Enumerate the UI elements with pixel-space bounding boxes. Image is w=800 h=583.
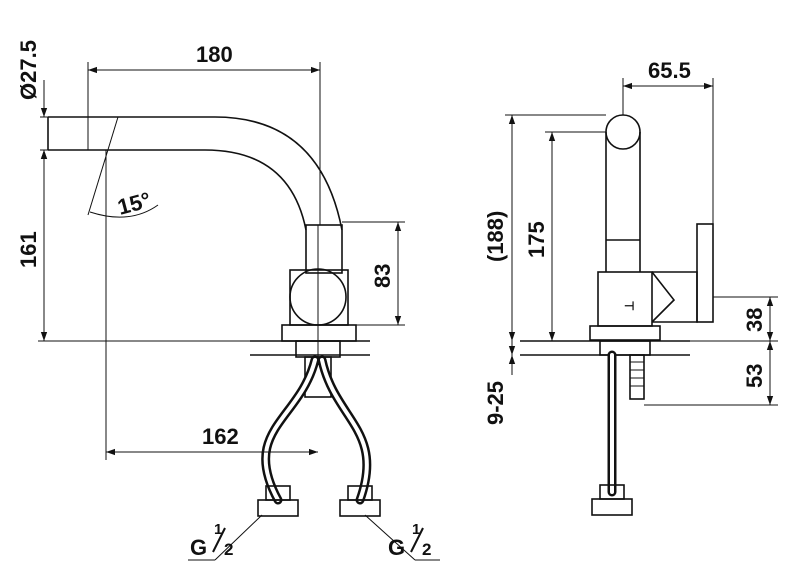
thread-right-leader	[364, 514, 416, 561]
body-base	[281, 324, 357, 342]
lever-connector	[652, 271, 698, 323]
thread-right-label: G	[388, 535, 405, 560]
spout-length-label: 180	[196, 42, 233, 67]
angle-line-slanted	[87, 116, 119, 216]
threaded-rod	[629, 354, 645, 400]
thread-left-leader	[214, 514, 263, 561]
angle-arc	[89, 204, 159, 218]
width-label: 65.5	[648, 58, 691, 83]
front-view: ⊣ 65.5 (188) 175 38	[364, 58, 778, 561]
dia-label: Ø27.5	[16, 40, 41, 100]
hose-right-inner	[320, 358, 369, 502]
lever-cartridge	[651, 271, 676, 323]
thread-left-fraction-den: 2	[224, 540, 233, 559]
front-hose-nut	[591, 498, 633, 516]
deck-thickness-label: 9-25	[483, 381, 508, 425]
height-label: 175	[524, 221, 549, 258]
handle-height-label: 38	[742, 308, 767, 332]
total-height-label: (188)	[483, 211, 508, 262]
thread-left-fraction-bar	[212, 527, 226, 553]
center-to-outlet-label: 162	[202, 424, 239, 449]
spout-height-label: 161	[16, 231, 41, 268]
hose-right-nut	[339, 499, 381, 517]
front-base	[589, 325, 661, 341]
thread-right-fraction-den: 2	[422, 540, 431, 559]
below-deck-label: 53	[742, 364, 767, 388]
hose-left-inner	[263, 358, 317, 502]
thread-left-label: G	[190, 535, 207, 560]
spout-column	[305, 224, 343, 274]
side-view: Ø27.5 180 161 15° 83 162 G 1 2	[16, 40, 405, 561]
thread-left-fraction-num: 1	[214, 521, 222, 538]
body-height-label: 83	[370, 264, 395, 288]
front-nut	[599, 340, 651, 356]
spout-outline-top	[48, 116, 343, 231]
lever-mark: ⊣	[624, 299, 634, 313]
spout-tube-top	[605, 114, 641, 150]
lever-handle	[696, 223, 714, 323]
thread-right-fraction-num: 1	[412, 521, 420, 538]
thread-right-fraction-bar	[410, 527, 424, 553]
hose-left-nut	[257, 499, 299, 517]
spout-outline-bottom	[48, 149, 307, 231]
angle-label: 15°	[115, 187, 154, 220]
